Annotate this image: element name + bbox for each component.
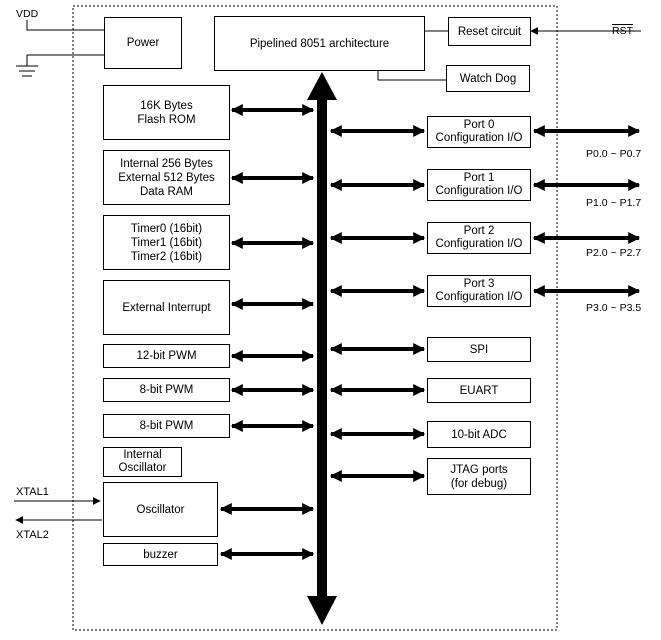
watchdog-block: Watch Dog	[446, 65, 530, 92]
port2-line-1: Port 2	[463, 225, 495, 237]
oscillator-block: Oscillator	[103, 482, 218, 537]
jtag-line-2: (for debug)	[450, 477, 508, 490]
adc-label: 10-bit ADC	[451, 428, 507, 441]
flash-rom-line-2: Flash ROM	[137, 113, 196, 126]
timer0-label: Timer0 (16bit)	[130, 222, 203, 235]
port1-pins-label: P1.0 ~ P1.7	[586, 197, 642, 209]
pwm12-block: 12-bit PWM	[103, 344, 230, 368]
port0-pins-label: P0.0 ~ P0.7	[586, 148, 642, 160]
vdd-label: VDD	[16, 8, 39, 20]
port2-block: Port 2 Configuration I/O	[427, 222, 531, 254]
port3-block: Port 3 Configuration I/O	[427, 275, 531, 307]
euart-block: EUART	[427, 378, 531, 403]
xtal1-label: XTAL1	[16, 486, 49, 498]
xtal2-label: XTAL2	[16, 529, 49, 541]
port3-pins-label: P3.0 ~ P3.5	[586, 302, 642, 314]
buzzer-block: buzzer	[103, 543, 218, 566]
pwm8-b-block: 8-bit PWM	[103, 414, 230, 438]
bus-arrows	[219, 104, 641, 560]
internal-oscillator-line-2: Oscillator	[118, 462, 167, 474]
jtag-line-1: JTAG ports	[450, 463, 508, 476]
xtal-wiring	[14, 497, 102, 524]
port2-line-2: Configuration I/O	[435, 238, 523, 250]
port0-line-1: Port 0	[463, 119, 495, 131]
internal-oscillator-line-1: Internal	[123, 449, 162, 461]
spi-label: SPI	[469, 343, 489, 356]
jtag-block: JTAG ports (for debug)	[427, 458, 531, 495]
cpu-core-label: Pipelined 8051 architecture	[249, 37, 390, 50]
watchdog-label: Watch Dog	[459, 72, 517, 85]
port1-line-2: Configuration I/O	[435, 185, 523, 197]
pwm12-label: 12-bit PWM	[136, 350, 197, 362]
chip-boundary	[72, 5, 558, 631]
port1-block: Port 1 Configuration I/O	[427, 169, 531, 201]
internal-bus	[307, 72, 337, 625]
external-interrupt-block: External Interrupt	[103, 280, 230, 335]
pwm8-b-label: 8-bit PWM	[139, 420, 194, 432]
euart-label: EUART	[459, 384, 499, 397]
oscillator-label: Oscillator	[136, 503, 185, 516]
buzzer-label: buzzer	[143, 548, 178, 561]
reset-circuit-block: Reset circuit	[448, 17, 531, 46]
timer1-label: Timer1 (16bit)	[130, 236, 203, 249]
spi-block: SPI	[427, 337, 531, 362]
flash-rom-line-1: 16K Bytes	[140, 99, 193, 112]
pwm8-a-label: 8-bit PWM	[139, 384, 194, 396]
data-ram-line-3: Data RAM	[139, 185, 194, 198]
timers-block: Timer0 (16bit) Timer1 (16bit) Timer2 (16…	[103, 215, 230, 270]
power-block: Power	[104, 17, 182, 69]
port1-line-1: Port 1	[463, 172, 495, 184]
timer2-label: Timer2 (16bit)	[130, 250, 203, 263]
cpu-core-block: Pipelined 8051 architecture	[214, 16, 425, 71]
pwm8-a-block: 8-bit PWM	[103, 378, 230, 402]
internal-oscillator-block: Internal Oscillator	[103, 447, 182, 477]
core-wiring	[377, 27, 641, 81]
adc-block: 10-bit ADC	[427, 421, 531, 448]
data-ram-line-2: External 512 Bytes	[118, 171, 215, 184]
port0-block: Port 0 Configuration I/O	[427, 116, 531, 148]
port0-line-2: Configuration I/O	[435, 132, 523, 144]
rst-pin-label: RST	[612, 25, 633, 37]
reset-circuit-label: Reset circuit	[457, 25, 522, 38]
data-ram-line-1: Internal 256 Bytes	[120, 157, 213, 170]
port3-line-2: Configuration I/O	[435, 291, 523, 303]
data-ram-block: Internal 256 Bytes External 512 Bytes Da…	[103, 150, 230, 205]
port2-pins-label: P2.0 ~ P2.7	[586, 247, 642, 259]
power-wiring	[16, 20, 104, 77]
external-interrupt-label: External Interrupt	[122, 301, 211, 314]
flash-rom-block: 16K Bytes Flash ROM	[103, 85, 230, 140]
power-label: Power	[126, 37, 160, 49]
port3-line-1: Port 3	[463, 278, 495, 290]
